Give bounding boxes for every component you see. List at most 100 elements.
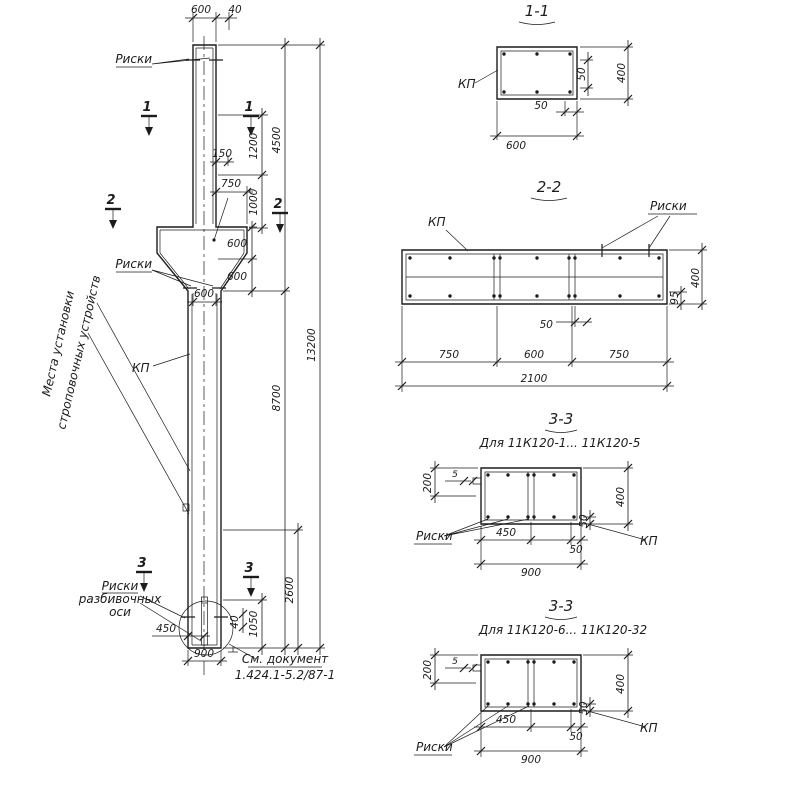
section-marker-1-right: 1 <box>243 100 259 136</box>
dim-5: 5 <box>452 657 458 667</box>
dim-450: 450 <box>156 623 176 635</box>
extension-lines <box>496 46 633 140</box>
fixing-plate <box>472 477 482 485</box>
dim-50-right: 50 <box>578 701 590 715</box>
dim-50-bottom: 50 <box>569 544 583 556</box>
dim-corbel-600a: 600 <box>227 238 247 250</box>
dimension-lines <box>434 461 629 565</box>
dimension-ticks <box>430 650 633 756</box>
dim-50-bottom: 50 <box>534 100 548 112</box>
dim-2600: 2600 <box>284 576 296 603</box>
rebar-dots <box>502 52 572 94</box>
dimension-ticks <box>183 13 325 666</box>
label-riski-mid: Риски <box>115 257 152 271</box>
dimension-lines <box>395 243 703 387</box>
dim-1200: 1200 <box>248 132 260 159</box>
leader-dot <box>212 238 216 242</box>
dimension-lines <box>490 40 629 137</box>
section-marker-3-left: 3 <box>136 556 152 592</box>
section-1-1-view: 1-1 КП 50 400 50 600 <box>458 2 633 152</box>
label-riski-axes-3: оси <box>109 605 131 619</box>
title-underline <box>518 21 556 25</box>
dimension-ticks <box>430 463 633 569</box>
dim-750b: 750 <box>609 349 629 361</box>
dim-750: 750 <box>221 178 241 190</box>
section-inner-contour <box>484 658 578 708</box>
base-embed-part <box>201 596 208 646</box>
column-outline <box>156 44 248 649</box>
label-riski-top: Риски <box>115 52 152 66</box>
section-outline <box>480 467 582 525</box>
section-outline <box>496 46 578 100</box>
level-symbol <box>228 646 238 653</box>
dim-900: 900 <box>521 754 541 766</box>
section-3-number: 3 <box>244 561 253 576</box>
section-marker-2-left: 2 <box>105 193 121 229</box>
title-underline <box>544 616 578 620</box>
division-lines <box>527 659 535 707</box>
dim-top-40: 40 <box>228 4 242 16</box>
section-1-1-title: 1-1 <box>525 2 550 20</box>
section-marker-2-right: 2 <box>272 197 288 233</box>
section-inner-contour <box>484 471 578 521</box>
dim-40b: 40 <box>229 615 241 629</box>
dim-4500: 4500 <box>271 126 283 153</box>
dim-1050: 1050 <box>248 610 260 637</box>
section-3-3b-title: 3-3 <box>549 597 574 615</box>
riski-leaders <box>414 705 530 756</box>
dimension-lines <box>152 17 321 662</box>
dimension-lines <box>434 648 629 752</box>
dim-900: 900 <box>194 648 214 660</box>
label-kp: КП <box>640 721 658 735</box>
dim-95: 95 <box>669 291 681 305</box>
kp-leader <box>583 709 647 728</box>
rebar-dots <box>408 256 661 298</box>
riski-marks <box>601 244 650 257</box>
section-3-3a-view: 3-3 Для 11К120-1... 11К120-5 200 5 50 40… <box>414 410 658 579</box>
label-riski: Риски <box>416 529 453 543</box>
dim-450: 450 <box>496 527 516 539</box>
doc-reference-line2: 1.424.1-5.2/87-1 <box>235 668 336 682</box>
section-marker-1-left: 1 <box>141 100 157 136</box>
label-riski-axes-2: разбивочных <box>78 592 162 606</box>
kp-leader <box>474 69 499 84</box>
label-riski: Риски <box>416 740 453 754</box>
riski-leaders <box>601 213 697 249</box>
rebar-dots <box>486 660 576 706</box>
dim-top-600: 600 <box>191 4 211 16</box>
section-outline <box>401 249 668 305</box>
elevation-view: 1 1 2 2 3 3 <box>39 4 335 682</box>
dimension-ticks <box>397 245 707 391</box>
division-lines <box>406 254 663 300</box>
doc-reference-line1: См. документ <box>242 652 329 666</box>
dim-400: 400 <box>690 268 702 288</box>
section-2-2-view: 2-2 КП Риски 95 400 50 750 600 750 2100 <box>395 178 707 392</box>
label-kp: КП <box>428 215 446 229</box>
title-underline <box>544 429 578 433</box>
section-1-number: 1 <box>142 100 151 115</box>
dim-8700: 8700 <box>271 384 283 411</box>
dim-1000: 1000 <box>248 188 260 215</box>
dim-400: 400 <box>615 487 627 507</box>
extension-lines <box>430 467 633 570</box>
extension-lines <box>401 249 707 392</box>
dim-400: 400 <box>615 674 627 694</box>
label-kp: КП <box>132 361 150 375</box>
section-3-3a-subtitle: Для 11К120-1... 11К120-5 <box>479 436 641 450</box>
dimension-ticks <box>492 42 633 141</box>
extension-lines <box>430 654 633 757</box>
section-2-number: 2 <box>273 197 282 212</box>
leader-lines <box>87 57 257 660</box>
dim-750a: 750 <box>439 349 459 361</box>
section-3-3b-subtitle: Для 11К120-6... 11К120-32 <box>478 623 647 637</box>
dim-200: 200 <box>422 473 434 493</box>
dim-5: 5 <box>452 470 458 480</box>
section-3-3b-view: 3-3 Для 11К120-6... 11К120-32 200 5 50 4… <box>414 597 658 766</box>
dim-400: 400 <box>616 63 628 83</box>
section-inner-contour <box>500 50 574 96</box>
dim-13200: 13200 <box>306 328 318 362</box>
dim-900: 900 <box>521 567 541 579</box>
dim-150: 150 <box>212 148 232 160</box>
